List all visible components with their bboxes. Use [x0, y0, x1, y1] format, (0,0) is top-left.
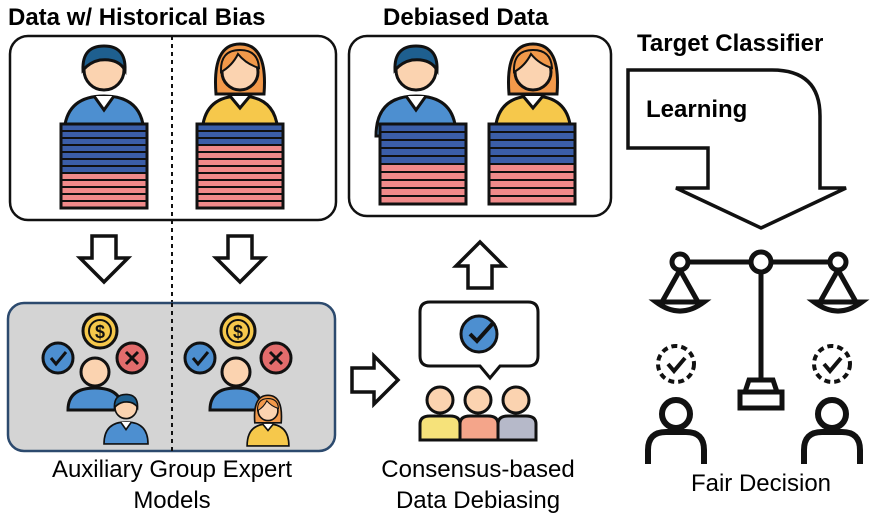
blue-data-row	[196, 137, 284, 146]
table-frame	[378, 122, 468, 206]
expert-cluster-male: $	[41, 312, 149, 445]
blue-data-row	[488, 155, 576, 165]
red-data-row	[196, 165, 284, 174]
red-data-row	[60, 193, 148, 202]
blue-data-row	[60, 158, 148, 167]
historical-bias-title: Data w/ Historical Bias	[8, 4, 266, 31]
red-data-row	[196, 158, 284, 167]
table-frame	[487, 122, 577, 206]
red-data-row	[379, 163, 467, 173]
dollar-coin-icon	[81, 312, 119, 350]
up-arrow-icon	[454, 240, 506, 290]
red-data-row	[196, 151, 284, 160]
minority-group-rows	[195, 122, 285, 210]
blue-data-row	[60, 137, 148, 146]
check-badge-icon	[812, 344, 852, 384]
blue-data-row	[60, 165, 148, 174]
table-frame	[195, 122, 285, 210]
balance-scale-icon	[648, 249, 870, 411]
target-classifier-title: Target Classifier	[637, 30, 824, 57]
red-data-row	[196, 186, 284, 195]
blue-data-row	[60, 144, 148, 153]
learning-arrow	[626, 68, 847, 230]
blue-data-row	[196, 130, 284, 139]
red-data-row	[379, 179, 467, 189]
blue-data-row	[488, 131, 576, 141]
down-arrow-icon	[78, 234, 130, 284]
fair-decision-caption: Fair Decision	[690, 470, 832, 497]
expert-cluster-female: $	[183, 312, 293, 447]
person-outline-icon	[648, 400, 704, 464]
red-data-row	[488, 187, 576, 197]
red-data-row	[488, 163, 576, 173]
dollar-coin-icon	[219, 312, 257, 350]
debiased-rows-left	[378, 122, 468, 206]
blue-data-row	[379, 139, 467, 149]
svg-text:$: $	[95, 322, 105, 342]
red-data-row	[488, 171, 576, 181]
blue-data-row	[488, 139, 576, 149]
check-badge-icon	[656, 344, 696, 384]
debiased-data-title: Debiased Data	[383, 4, 549, 31]
blue-data-row	[60, 130, 148, 139]
down-arrow-icon	[214, 234, 266, 284]
red-data-row	[379, 171, 467, 181]
person-outline-icon	[804, 400, 860, 464]
blue-data-row	[379, 155, 467, 165]
table-frame	[59, 122, 149, 210]
red-data-row	[196, 179, 284, 188]
blue-data-row	[379, 131, 467, 141]
red-data-row	[196, 172, 284, 181]
auxiliary-models-caption-line1: Auxiliary Group Expert	[51, 456, 293, 483]
blue-data-row	[379, 147, 467, 157]
red-data-row	[488, 179, 576, 189]
red-data-row	[60, 186, 148, 195]
consensus-caption-line1: Consensus-based	[381, 456, 575, 483]
auxiliary-models-caption-line2: Models	[133, 487, 211, 514]
check-bubble-icon	[183, 341, 217, 375]
group-consensus-icon	[418, 300, 540, 442]
red-data-row	[60, 172, 148, 181]
learning-label: Learning	[646, 96, 748, 123]
check-bubble-icon	[41, 341, 75, 375]
majority-group-rows	[59, 122, 149, 210]
consensus-caption-line2: Data Debiasing	[395, 487, 561, 514]
red-data-row	[196, 144, 284, 153]
red-data-row	[196, 193, 284, 202]
blue-data-row	[488, 147, 576, 157]
red-data-row	[379, 187, 467, 197]
debiased-rows-right	[487, 122, 577, 206]
blue-data-row	[60, 151, 148, 160]
right-arrow-icon	[350, 354, 400, 406]
svg-text:$: $	[233, 322, 243, 342]
red-data-row	[60, 179, 148, 188]
